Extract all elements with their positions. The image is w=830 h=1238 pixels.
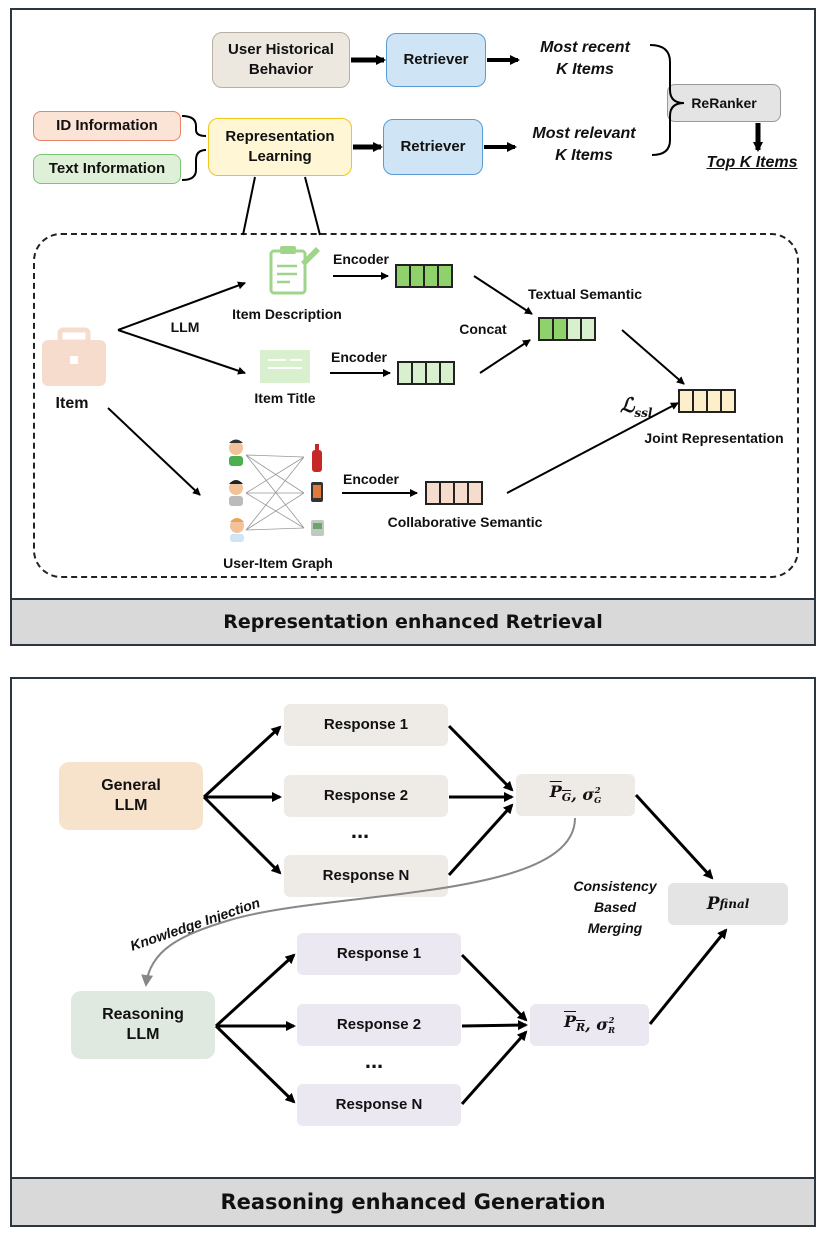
item-description-label: Item Description [232,306,342,322]
representation-learning-box: Representation Learning [208,118,352,176]
most-recent-label: Most recent K Items [540,39,630,78]
representation-detail-region [33,233,799,578]
pr-mean: PR [563,1011,586,1035]
encoder-label-2: Encoder [330,349,387,365]
user-item-graph-label: User-Item Graph [223,555,333,571]
reranker-box: ReRanker [667,84,781,122]
top-k-items-label: Top K Items [706,154,798,171]
description-embedding [395,264,453,288]
general-llm-box: General LLM [59,762,203,830]
panel-footer-retrieval: Representation enhanced Retrieval [12,598,814,644]
retriever-box-2: Retriever [383,119,483,175]
general-response-n: Response N [284,855,448,897]
collaborative-semantic-label: Collaborative Semantic [387,514,543,530]
loss-subscript: ssl [634,406,653,420]
reasoning-response-n: Response N [297,1084,461,1126]
retriever-box-1: Retriever [386,33,486,87]
encoder-label-1: Encoder [332,251,389,267]
loss-ssl-label: ℒssl [620,378,670,422]
general-response-1: Response 1 [284,704,448,746]
joint-representation-embedding [678,389,736,413]
joint-representation-label: Joint Representation [644,430,784,446]
item-title-label: Item Title [254,390,316,406]
reasoning-ellipsis: ... [364,1048,384,1073]
loss-symbol: ℒ [620,393,635,417]
general-ellipsis: ... [350,818,370,843]
reasoning-llm-box: Reasoning LLM [71,991,215,1059]
most-relevant-label: Most relevant K Items [532,125,636,164]
item-label: Item [55,395,89,412]
consistency-merging-label: Consistency Based Merging [573,878,657,936]
id-information-box: ID Information [33,111,181,141]
user-historical-behavior-box: User Historical Behavior [212,32,350,88]
general-response-2: Response 2 [284,775,448,817]
panel-footer-generation: Reasoning enhanced Generation [12,1177,814,1225]
encoder-label-3: Encoder [342,471,399,487]
pg-mean: PG [549,781,572,805]
reasoning-response-2: Response 2 [297,1004,461,1046]
reasoning-response-1: Response 1 [297,933,461,975]
text-information-box: Text Information [33,154,181,184]
concat-label: Concat [459,321,507,337]
collaborative-embedding [425,481,483,505]
textual-semantic-embedding [538,317,596,341]
textual-semantic-label: Textual Semantic [527,286,643,302]
llm-label: LLM [170,319,200,335]
title-embedding [397,361,455,385]
